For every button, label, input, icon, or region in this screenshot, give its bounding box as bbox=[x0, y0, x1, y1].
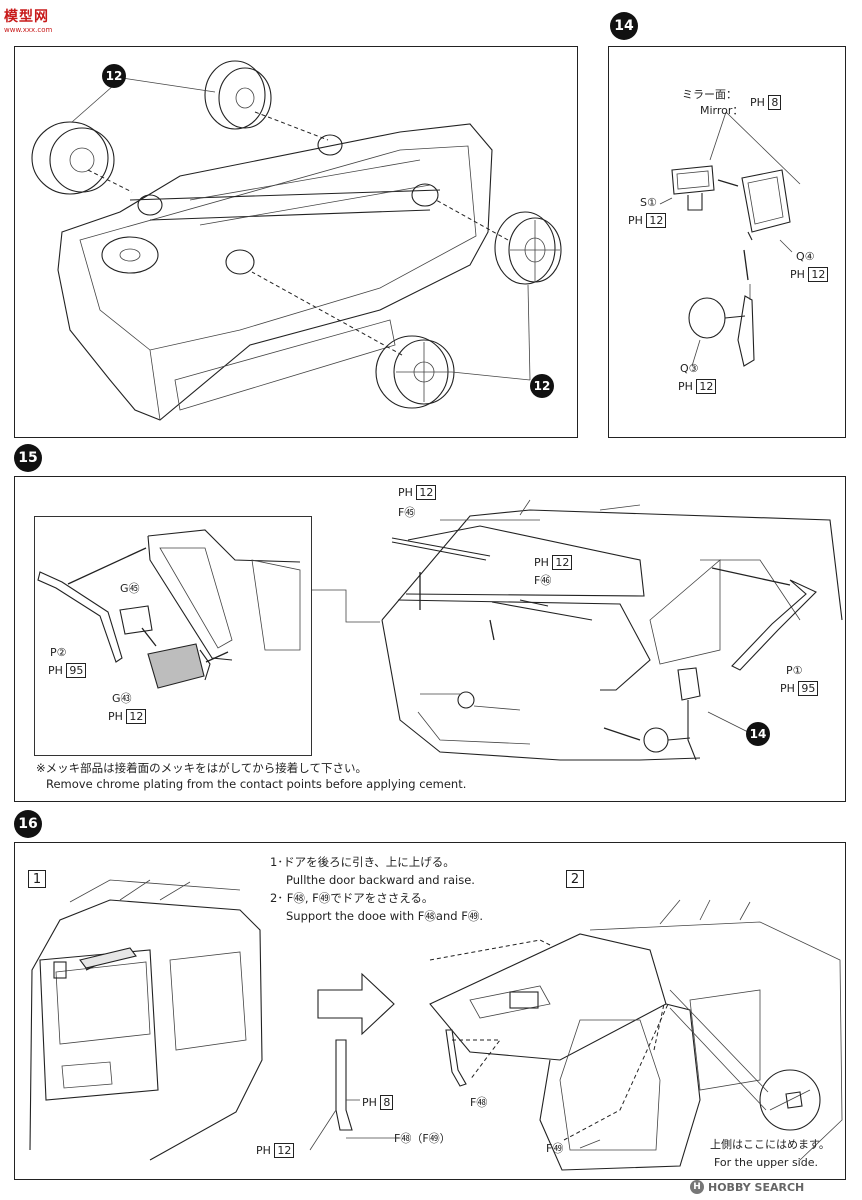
part-code: PH bbox=[108, 710, 123, 723]
label-mirror-part: PH 8 bbox=[750, 95, 782, 110]
part-code: PH bbox=[780, 682, 795, 695]
part-code: PH bbox=[398, 486, 413, 499]
label-f46-part: PH 12 bbox=[534, 555, 573, 570]
step-badge-14: 14 bbox=[610, 12, 638, 40]
label-s1-part: PH 12 bbox=[628, 213, 667, 228]
part-code: PH bbox=[628, 214, 643, 227]
label-q4-part: PH 12 bbox=[790, 267, 829, 282]
callout-12-top: 12 bbox=[102, 64, 126, 88]
watermark-top-text: 模型网 bbox=[4, 9, 49, 25]
part-code: PH bbox=[678, 380, 693, 393]
label-q3-part: PH 12 bbox=[678, 379, 717, 394]
part-number: 8 bbox=[768, 95, 782, 110]
step-badge-15: 15 bbox=[14, 444, 42, 472]
instruction-1-jp: 1･ドアを後ろに引き、上に上げる。 bbox=[270, 855, 455, 869]
watermark-top-subtext: www.xxx.com bbox=[4, 26, 53, 34]
label-p1-part: PH 95 bbox=[780, 681, 819, 696]
part-code: PH bbox=[256, 1144, 271, 1157]
callout-14: 14 bbox=[746, 722, 770, 746]
callout-12-bottom: 12 bbox=[530, 374, 554, 398]
label-p2-part: PH 95 bbox=[48, 663, 87, 678]
part-number: 8 bbox=[380, 1095, 394, 1110]
instruction-2-en: Support the dooe with F㊽and F㊾. bbox=[286, 909, 483, 923]
label-q3: Q③ bbox=[680, 362, 699, 375]
label-g55: G㊺ bbox=[120, 582, 140, 595]
instruction-2-jp: 2･ F㊽, F㊾でドアをささえる。 bbox=[270, 891, 434, 905]
substep-number-2: 2 bbox=[566, 870, 584, 888]
watermark-logo-top: 模型网 www.xxx.com bbox=[4, 6, 52, 34]
step-badge-16: 16 bbox=[14, 810, 42, 838]
panel-step12 bbox=[14, 46, 578, 438]
label-mirror-en: Mirror： bbox=[700, 104, 744, 117]
label-upper-en: For the upper side. bbox=[714, 1156, 818, 1169]
label-p2: P② bbox=[50, 646, 67, 659]
part-code: PH bbox=[534, 556, 549, 569]
watermark-bottom: H HOBBY SEARCH bbox=[690, 1180, 804, 1194]
part-number: 12 bbox=[274, 1143, 295, 1158]
part-number: 95 bbox=[66, 663, 87, 678]
part-number: 12 bbox=[126, 709, 147, 724]
label-ph12: PH 12 bbox=[256, 1143, 295, 1158]
label-s1: S① bbox=[640, 196, 657, 209]
label-q4: Q④ bbox=[796, 250, 815, 263]
label-g53: G㊸ bbox=[112, 692, 132, 705]
label-g53-part: PH 12 bbox=[108, 709, 147, 724]
chrome-note-en: Remove chrome plating from the contact p… bbox=[46, 777, 467, 791]
part-number: 12 bbox=[552, 555, 573, 570]
part-code: PH bbox=[750, 96, 765, 109]
label-f45-part: PH 12 bbox=[398, 485, 437, 500]
watermark-bottom-text: HOBBY SEARCH bbox=[708, 1180, 805, 1194]
instruction-1-en: Pullthe door backward and raise. bbox=[286, 873, 475, 887]
panel-step14 bbox=[608, 46, 846, 438]
label-upper-jp: 上側はここにはめます。 bbox=[710, 1138, 830, 1151]
panel-step16 bbox=[14, 842, 846, 1180]
label-f48-f49: F㊽（F㊾） bbox=[394, 1132, 451, 1145]
label-ph8: PH 8 bbox=[362, 1095, 394, 1110]
part-number: 12 bbox=[416, 485, 437, 500]
part-number: 95 bbox=[798, 681, 819, 696]
part-number: 12 bbox=[696, 379, 717, 394]
label-p1: P① bbox=[786, 664, 803, 677]
label-mirror-jp: ミラー面： bbox=[682, 88, 737, 101]
part-code: PH bbox=[790, 268, 805, 281]
hobby-search-logo-icon: H bbox=[690, 1180, 704, 1194]
label-f48: F㊽ bbox=[470, 1096, 488, 1109]
part-code: PH bbox=[48, 664, 63, 677]
part-code: PH bbox=[362, 1096, 377, 1109]
substep-number-1: 1 bbox=[28, 870, 46, 888]
chrome-note-jp: ※メッキ部品は接着面のメッキをはがしてから接着して下さい。 bbox=[36, 761, 367, 775]
part-number: 12 bbox=[808, 267, 829, 282]
part-number: 12 bbox=[646, 213, 667, 228]
label-f46: F㊻ bbox=[534, 574, 552, 587]
panel-step15-detail bbox=[34, 516, 312, 756]
label-f49: F㊾ bbox=[546, 1142, 564, 1155]
label-f45: F㊺ bbox=[398, 506, 416, 519]
